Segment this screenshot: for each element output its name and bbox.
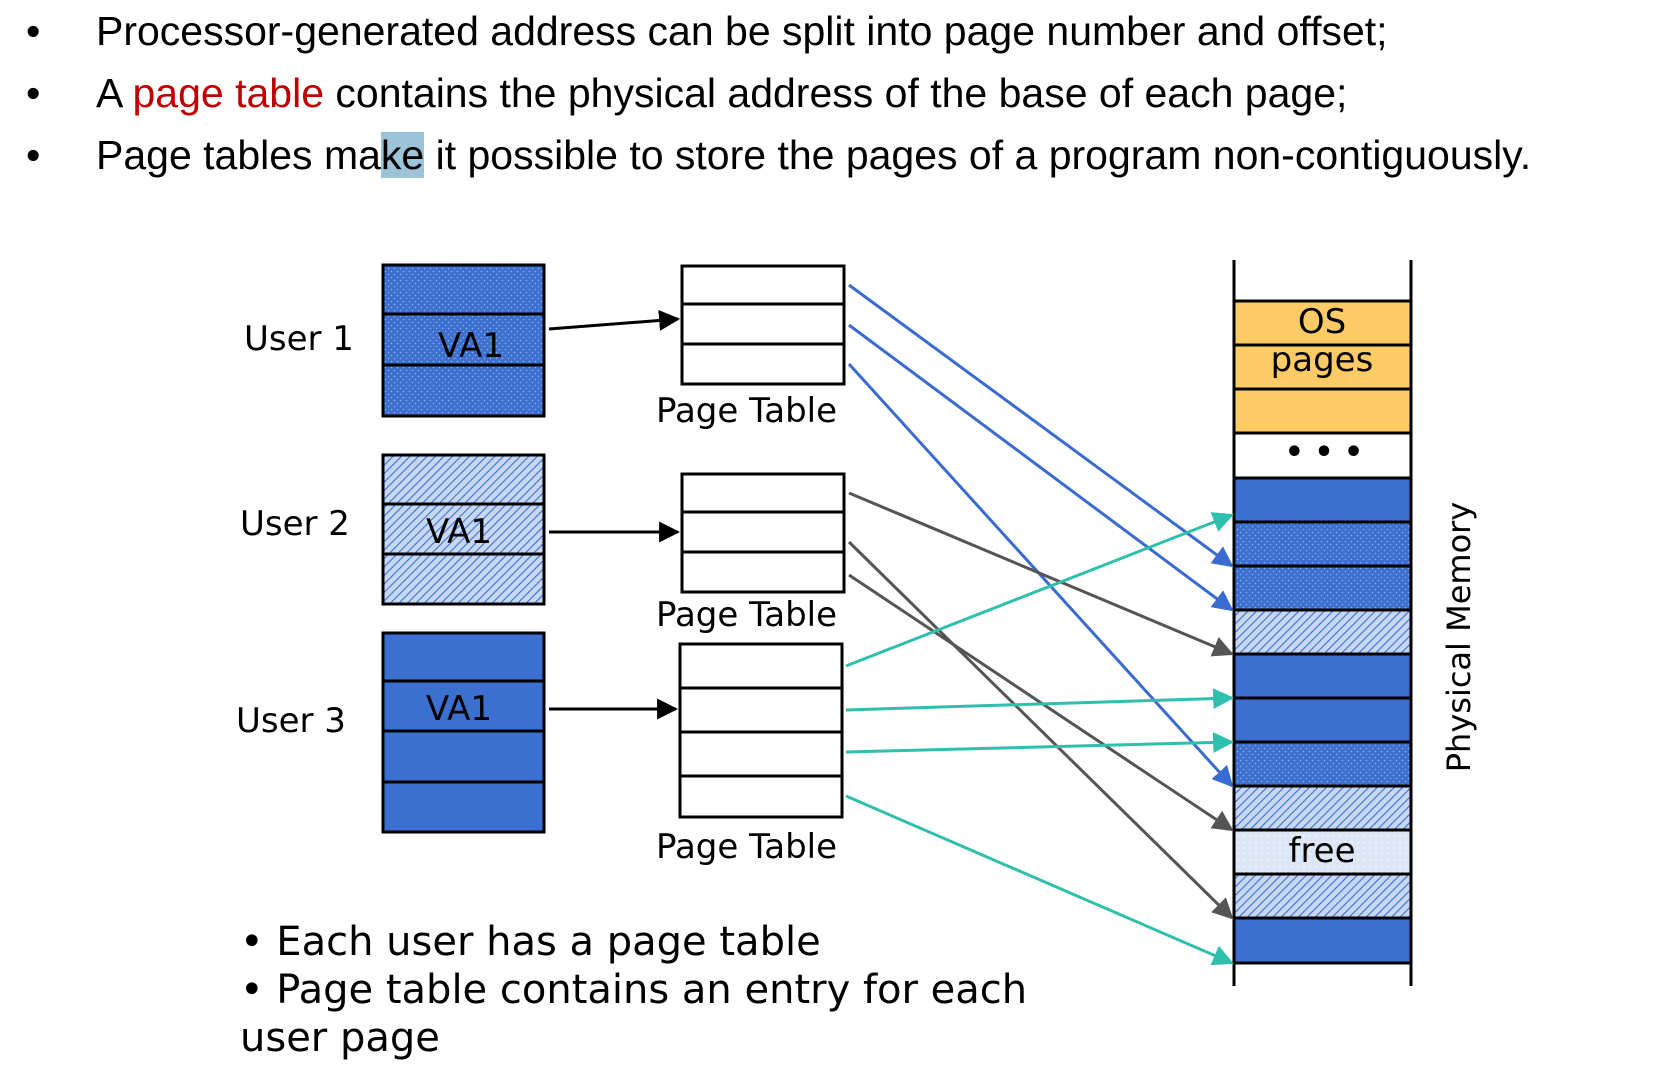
user-3-mapping-arrow: [845, 794, 1234, 966]
bullet-text-post: contains the physical address of the bas…: [324, 70, 1348, 116]
bullet-dot: •: [26, 132, 41, 178]
page-table-2-label: Page Table: [656, 595, 837, 635]
bullet-text: A page table contains the physical addre…: [96, 70, 1347, 117]
physical-memory-title: Physical Memory: [1440, 502, 1478, 772]
bullet-dot: •: [26, 70, 41, 116]
os-pages-label-line2: pages: [1271, 340, 1374, 380]
bullet-text-pre: A: [96, 70, 133, 116]
note-line: user page: [240, 1015, 440, 1061]
bullet-dot: •: [26, 8, 41, 54]
page-table-3-label: Page Table: [656, 827, 837, 867]
user-1-address-space: VA1: [381, 263, 546, 418]
physical-memory: OS pages • • • free Physical Memory: [1232, 260, 1478, 986]
note-line: • Each user has a page table: [240, 919, 821, 965]
bullet-text: Processor-generated address can be split…: [96, 8, 1388, 54]
user-3-va-label: VA1: [426, 689, 492, 729]
user-2-mapping-arrow: [848, 491, 1234, 657]
user-2-address-space: VA1: [381, 453, 546, 606]
selected-text[interactable]: ke: [380, 132, 425, 178]
page-table-1: Page Table: [656, 264, 846, 431]
user-2-label: User 2: [240, 504, 350, 544]
user-3-mapping-arrow: [845, 512, 1234, 668]
user-1-to-table-arrow: [548, 309, 681, 331]
user-1-mapping-arrow: [848, 283, 1234, 568]
ellipsis: • • •: [1285, 435, 1363, 470]
free-frame-label: free: [1288, 831, 1355, 871]
bullet-text-post: it possible to store the pages of a prog…: [424, 132, 1532, 178]
os-pages-label-line1: OS: [1298, 302, 1346, 342]
user-1-va-label: VA1: [438, 326, 504, 366]
user-1-label: User 1: [244, 319, 354, 359]
bullet-text: Page tables make it possible to store th…: [96, 132, 1531, 179]
page-table-2: Page Table: [656, 472, 846, 635]
user-3-mapping-arrow: [845, 731, 1235, 754]
bullet-text-pre: Page tables ma: [96, 132, 381, 178]
page-table-term: page table: [132, 70, 324, 116]
user-3-mapping-arrow: [845, 688, 1235, 712]
user-2-va-label: VA1: [426, 512, 492, 552]
note-line: • Page table contains an entry for each: [240, 967, 1028, 1013]
user-3-address-space: VA1: [381, 631, 546, 834]
page-table-1-label: Page Table: [656, 391, 837, 431]
user-3-label: User 3: [236, 701, 346, 741]
user-2-mapping-arrow: [847, 540, 1234, 920]
user-1-mapping-arrow: [848, 323, 1234, 612]
page-table-3: Page Table: [656, 642, 844, 867]
summary-notes: • Each user has a page table • Page tabl…: [240, 918, 1027, 1062]
